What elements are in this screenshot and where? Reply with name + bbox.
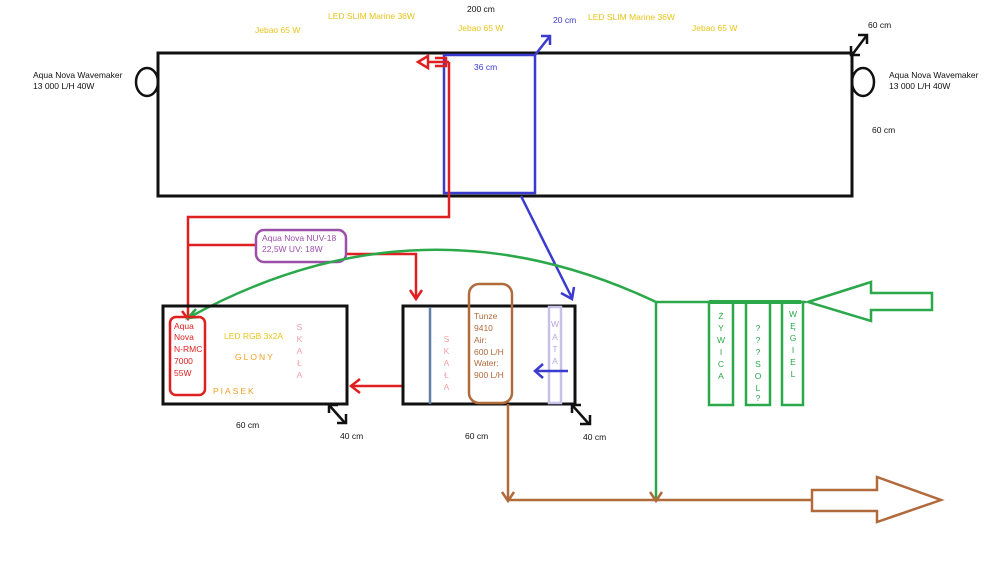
main-tank <box>156 51 854 198</box>
svg-text:7000: 7000 <box>174 356 193 366</box>
reactor-label: Aqua Nova N-RMC 7000 55W <box>174 321 202 378</box>
svg-text:9410: 9410 <box>474 323 493 333</box>
svg-text:E: E <box>790 357 796 367</box>
light-label-2: LED SLIM Marine 36W <box>588 12 675 22</box>
reactor-box <box>168 315 207 397</box>
wavemaker-right-spec: 13 000 L/H 40W <box>889 81 950 91</box>
svg-text:Ę: Ę <box>790 321 796 331</box>
drain-line <box>519 195 576 301</box>
svg-text:?: ? <box>756 347 761 357</box>
wavemaker-left-label: Aqua Nova Wavemaker <box>33 70 123 80</box>
svg-text:S: S <box>297 322 304 332</box>
svg-text:G: G <box>790 333 797 343</box>
filter-column-1 <box>707 300 735 407</box>
inlet-arrow <box>803 280 934 323</box>
svg-text:Ż: Ż <box>718 311 723 321</box>
svg-text:K: K <box>297 334 304 344</box>
skimmer-label: Tunze 9410 Air: 600 L/H Water: 900 L/H <box>474 311 504 380</box>
wavemaker-left-icon <box>134 66 160 98</box>
svg-text:A: A <box>297 370 304 380</box>
wavemaker-left-spec: 13 000 L/H 40W <box>33 81 94 91</box>
svg-text:I: I <box>720 347 722 357</box>
wavemaker-right-label: Aqua Nova Wavemaker <box>889 70 979 80</box>
svg-text:S: S <box>444 334 451 344</box>
svg-text:Ł: Ł <box>297 358 303 368</box>
rock-label-left: S K A Ł A <box>297 322 304 380</box>
svg-text:N-RMC: N-RMC <box>174 344 202 354</box>
outflow-line <box>500 404 812 504</box>
svg-text:T: T <box>552 344 557 354</box>
svg-text:?: ? <box>756 323 761 333</box>
filter-column-3 <box>780 300 805 407</box>
svg-text:A: A <box>552 332 558 342</box>
sump-inflow-arrow <box>533 363 568 379</box>
svg-text:900 L/H: 900 L/H <box>474 370 504 380</box>
sump-depth-arrow <box>570 403 592 426</box>
pump-label-2: Jebao 65 W <box>458 23 503 33</box>
svg-text:S: S <box>755 359 761 369</box>
pump-label-1: Jebao 65 W <box>255 25 300 35</box>
refugium-depth-arrow <box>327 403 348 425</box>
pump-label-3: Jebao 65 W <box>692 23 737 33</box>
tank-height-label: 60 cm <box>872 125 895 135</box>
svg-text:K: K <box>444 346 451 356</box>
overflow-length-label: 36 cm <box>474 62 497 72</box>
sump-depth-label: 40 cm <box>583 432 606 442</box>
svg-text:A: A <box>444 358 451 368</box>
svg-text:W: W <box>789 309 797 319</box>
svg-text:C: C <box>718 359 724 369</box>
filter-3-label: W Ę G I E L <box>789 309 797 379</box>
uv-sterilizer-label: Aqua Nova NUV-18 <box>262 233 336 243</box>
sump-length-label: 60 cm <box>465 431 488 441</box>
filter-2-label: ? ? ? S O L ? <box>755 323 762 403</box>
led-rgb-label: LED RGB 3x2A <box>224 331 283 341</box>
refugium-box <box>161 304 349 406</box>
svg-text:Tunze: Tunze <box>474 311 498 321</box>
refugium-length-label: 60 cm <box>236 420 259 430</box>
svg-text:A: A <box>552 356 558 366</box>
overflow-depth-label: 20 cm <box>553 15 576 25</box>
algae-label: GLONY <box>235 352 275 362</box>
svg-text:I: I <box>792 345 794 355</box>
svg-text:600 L/H: 600 L/H <box>474 347 504 357</box>
uv-sterilizer-spec: 22,5W UV: 18W <box>262 244 323 254</box>
svg-text:A: A <box>718 371 724 381</box>
svg-text:Ł: Ł <box>444 370 450 380</box>
svg-text:A: A <box>444 382 451 392</box>
svg-text:W: W <box>551 319 559 329</box>
svg-text:O: O <box>755 371 762 381</box>
filter-1-label: Ż Y W I C A <box>717 311 725 381</box>
overflow-box <box>442 53 537 195</box>
svg-text:55W: 55W <box>174 368 191 378</box>
tank-length-label: 200 cm <box>467 4 495 14</box>
svg-text:Air:: Air: <box>474 335 487 345</box>
svg-text:?: ? <box>756 335 761 345</box>
skimmer-box <box>467 282 514 405</box>
svg-text:?: ? <box>756 393 761 403</box>
light-label-1: LED SLIM Marine 36W <box>328 11 415 21</box>
svg-text:Aqua: Aqua <box>174 321 194 331</box>
return-line <box>181 53 451 394</box>
svg-text:Water:: Water: <box>474 358 499 368</box>
svg-text:Y: Y <box>718 323 724 333</box>
wavemaker-right-icon <box>850 66 876 98</box>
filter-wool-label: W A T A <box>551 319 559 366</box>
svg-text:L: L <box>756 383 761 393</box>
tank-depth-label: 60 cm <box>868 20 891 30</box>
overflow-depth-arrow <box>534 34 552 56</box>
tank-depth-arrow <box>849 33 869 57</box>
sand-label: PIASEK <box>213 386 256 396</box>
svg-text:Nova: Nova <box>174 332 194 342</box>
filter-column-2 <box>744 300 772 407</box>
svg-text:L: L <box>791 369 796 379</box>
svg-text:A: A <box>297 346 304 356</box>
rock-label-mid: S K A Ł A <box>444 334 451 392</box>
refugium-depth-label: 40 cm <box>340 431 363 441</box>
outflow-arrow <box>810 475 945 524</box>
svg-text:W: W <box>717 335 725 345</box>
filter-wool <box>547 305 563 405</box>
uv-sterilizer <box>254 228 348 264</box>
